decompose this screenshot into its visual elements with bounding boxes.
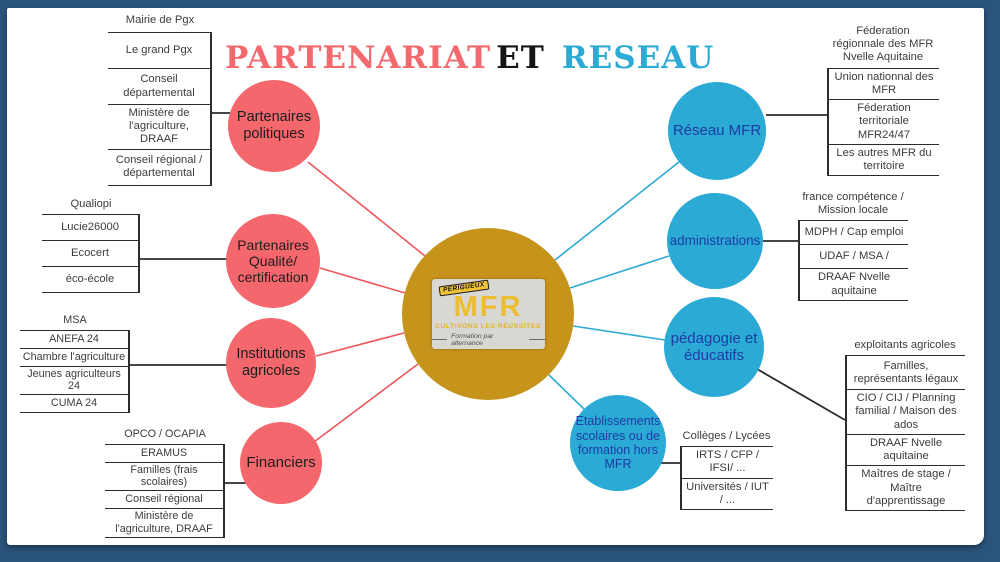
list-item: Lucie26000 — [42, 215, 138, 242]
list-item: Conseil régional — [105, 491, 223, 510]
node-label: Réseau MFR — [672, 122, 762, 140]
list-item: DRAAF Nvelle aquitaine — [847, 435, 965, 467]
list-item: éco-école — [42, 267, 138, 294]
node-label: administrations — [669, 233, 761, 249]
list-header: MSA — [63, 314, 87, 326]
list-header: Mairie de Pgx — [125, 14, 195, 27]
list-item: Les autres MFR du territoire — [829, 145, 939, 177]
tagline-rule — [431, 339, 448, 341]
list-item: Ministère de l'agriculture, DRAAF — [108, 105, 210, 150]
list-stack: Le grand Pgx Conseil départemental Minis… — [108, 32, 212, 186]
list-item: Familles (frais scolaires) — [105, 463, 223, 492]
list-item: Ecocert — [42, 241, 138, 268]
list-header: OPCO / OCAPIA — [124, 428, 206, 440]
node-label: pédagogie et éducatifs — [670, 329, 758, 364]
title-word-et: ET — [496, 40, 545, 76]
list-stack: ERAMUS Familles (frais scolaires) Consei… — [105, 443, 225, 538]
list-institutions-agricoles: MSA ANEFA 24 Chambre l'agriculture Jeune… — [20, 313, 130, 414]
list-partenaires-politiques: Mairie de Pgx Le grand Pgx Conseil dépar… — [108, 12, 212, 186]
list-header: Féderation régionnale des MFR Nvelle Aqu… — [832, 25, 934, 64]
list-item: Ministère de l'agriculture, DRAAF — [105, 509, 223, 538]
list-item: DRAAF Nvelle aquitaine — [800, 269, 908, 301]
mfr-brand-text: MFR — [453, 291, 523, 324]
list-item: ERAMUS — [105, 445, 223, 463]
list-item: Chambre l'agriculture — [20, 349, 128, 367]
node-reseau-mfr: Réseau MFR — [668, 82, 766, 180]
list-item: UDAF / MSA / — [800, 245, 908, 270]
node-label: Partenaires Qualité/ certification — [237, 236, 309, 286]
list-item: Union nationnal des MFR — [829, 69, 939, 101]
node-label: Financiers — [246, 454, 316, 472]
central-node-mfr: PERIGUEUX MFR CULTIVONS LES RÉUSSITES Fo… — [402, 228, 574, 400]
node-financiers: Financiers — [240, 422, 322, 504]
list-stack: Lucie26000 Ecocert éco-école — [42, 214, 140, 294]
node-pedagogie-educatifs: pédagogie et éducatifs — [664, 297, 764, 397]
node-label: Institutions agricoles — [236, 346, 306, 379]
list-item: MDPH / Cap emploi — [800, 221, 908, 246]
list-item: CUMA 24 — [20, 395, 128, 414]
list-item: Conseil départemental — [108, 69, 210, 105]
tagline-text: Formation par alternance — [451, 332, 494, 347]
mfr-logo-card: PERIGUEUX MFR CULTIVONS LES RÉUSSITES Fo… — [431, 279, 545, 349]
list-financiers: OPCO / OCAPIA ERAMUS Familles (frais sco… — [105, 427, 225, 538]
list-reseau-mfr: Féderation régionnale des MFR Nvelle Aqu… — [827, 24, 939, 177]
list-stack: Union nationnal des MFR Féderation terri… — [827, 67, 939, 177]
list-item: Conseil régional / départemental — [108, 150, 210, 186]
list-item: IRTS / CFP / IFSI/ ... — [682, 447, 773, 479]
list-item: ANEFA 24 — [20, 331, 128, 349]
node-partenaires-politiques: Partenaires politiques — [228, 80, 320, 172]
list-stack: MDPH / Cap emploi UDAF / MSA / DRAAF Nve… — [798, 220, 908, 301]
mfr-tagline: Formation par alternance — [431, 332, 545, 347]
list-stack: Familles, représentants légaux CIO / CIJ… — [845, 355, 965, 511]
list-header: Collèges / Lycées — [682, 430, 771, 442]
list-header: france compétence / Mission locale — [802, 191, 904, 217]
node-partenaires-qualite-certification: Partenaires Qualité/ certification — [226, 214, 320, 308]
list-item: Féderation territoriale MFR24/47 — [829, 100, 939, 145]
node-institutions-agricoles: Institutions agricoles — [226, 318, 316, 408]
node-label: Etablissements scolaires ou de formation… — [575, 414, 661, 472]
title-word-partenariat: PARTENARIAT — [225, 40, 492, 76]
list-item: Jeunes agriculteurs 24 — [20, 367, 128, 396]
list-stack: ANEFA 24 Chambre l'agriculture Jeunes ag… — [20, 329, 130, 414]
list-item: Le grand Pgx — [108, 33, 210, 69]
list-stack: IRTS / CFP / IFSI/ ... Universités / IUT… — [680, 446, 773, 511]
tagline-rule — [528, 339, 545, 341]
mfr-slogan: CULTIVONS LES RÉUSSITES — [435, 322, 541, 330]
list-item: Universités / IUT / ... — [682, 479, 773, 511]
list-partenaires-qualite: Qualiopi Lucie26000 Ecocert éco-école — [42, 197, 140, 294]
node-label: Partenaires politiques — [236, 109, 312, 142]
list-header: Qualiopi — [70, 198, 112, 210]
list-item: Maîtres de stage / Maître d'apprentissag… — [847, 466, 965, 511]
list-item: Familles, représentants légaux — [847, 356, 965, 391]
list-header: exploitants agricoles — [854, 339, 956, 351]
list-item: CIO / CIJ / Planning familial / Maison d… — [847, 390, 965, 435]
list-administrations: france compétence / Mission locale MDPH … — [798, 190, 908, 301]
title-word-reseau: RESEAU — [561, 40, 715, 76]
list-pedagogie-educatifs: exploitants agricoles Familles, représen… — [845, 338, 965, 511]
list-etablissements-hors-mfr: Collèges / Lycées IRTS / CFP / IFSI/ ...… — [680, 429, 773, 511]
node-etablissements-hors-mfr: Etablissements scolaires ou de formation… — [570, 395, 666, 491]
node-administrations: administrations — [667, 193, 763, 289]
